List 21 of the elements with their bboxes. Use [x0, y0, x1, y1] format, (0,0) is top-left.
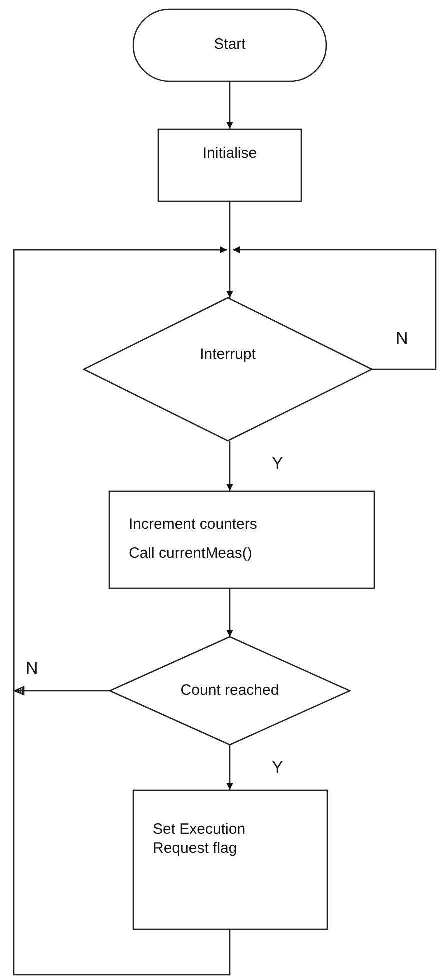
node-text: Count reached — [180, 682, 280, 700]
node-text: Interrupt — [200, 346, 256, 365]
arrow — [226, 82, 234, 129]
decision-diamond — [84, 298, 372, 441]
node-text: Initialise — [202, 145, 258, 164]
node-text: Set Execution Request flag — [153, 821, 247, 859]
arrow — [13, 246, 231, 976]
process-box — [109, 491, 375, 589]
arrow — [226, 202, 234, 298]
node-text: Increment counters — [129, 516, 258, 535]
edge-label: Y — [270, 759, 286, 776]
node-text: Call currentMeas() — [129, 545, 252, 564]
arrow — [226, 745, 234, 790]
decision-diamond — [110, 637, 350, 745]
arrow — [226, 441, 234, 491]
process-box — [158, 129, 302, 202]
arrow — [233, 246, 437, 370]
arrow — [226, 589, 234, 637]
node-text: Start — [214, 36, 246, 55]
edge-label: Y — [270, 455, 286, 472]
process-box — [133, 790, 328, 930]
